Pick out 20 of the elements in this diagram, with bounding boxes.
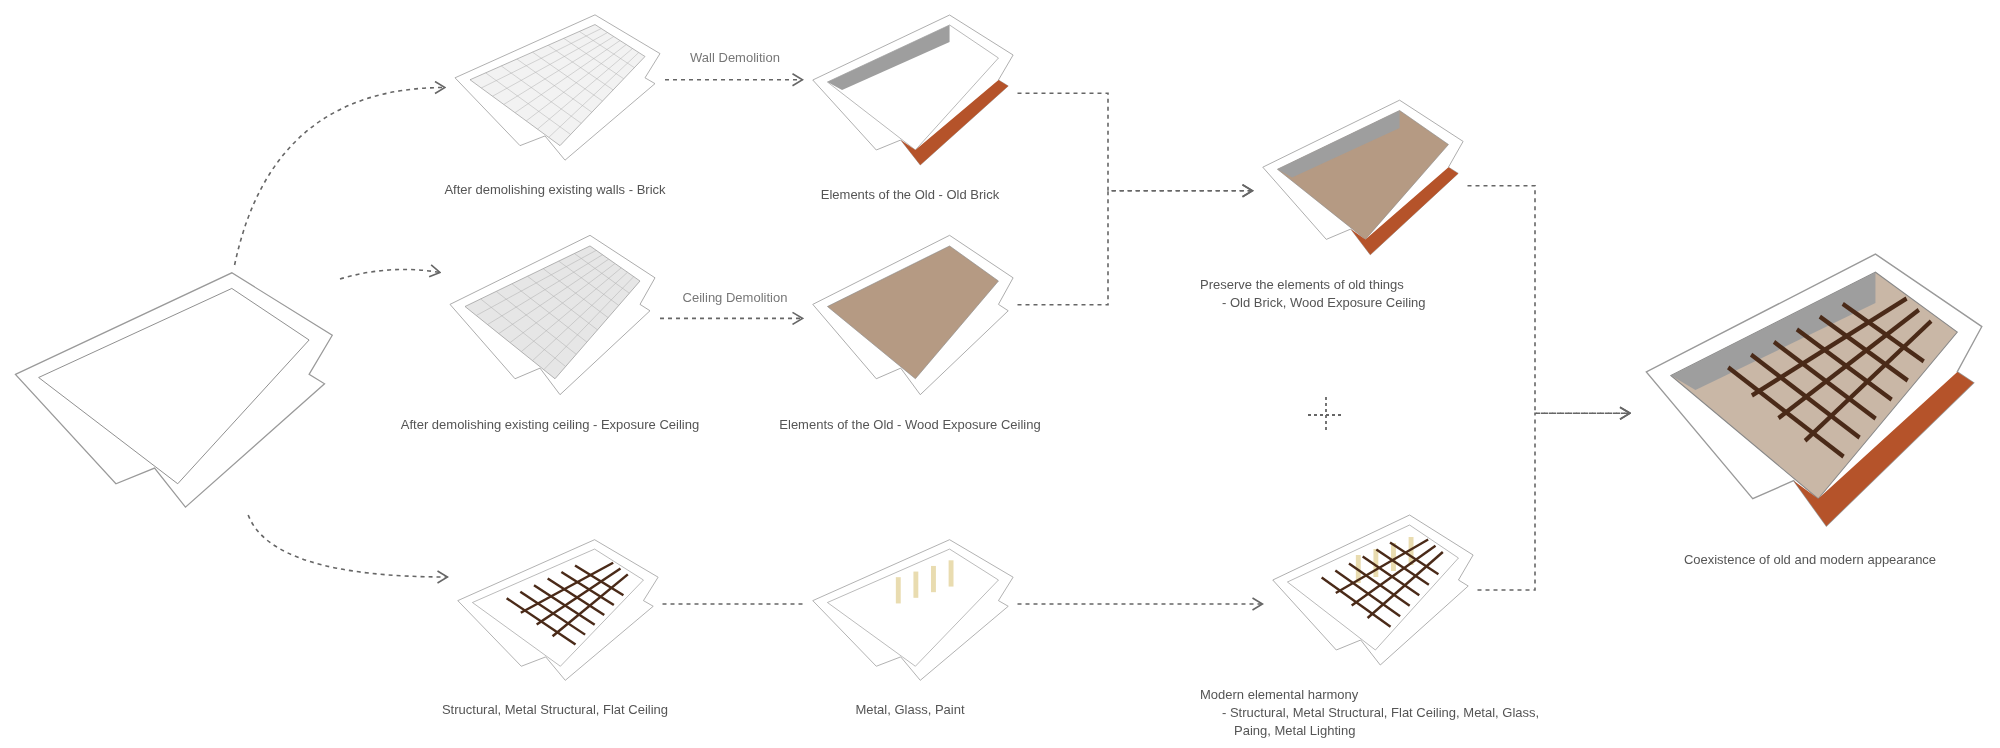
node-label: Elements of the Old - Old Brick <box>820 186 1000 204</box>
dashed-arrow <box>1476 406 1631 591</box>
node-label: - Old Brick, Wood Exposure Ceiling <box>1221 294 1426 312</box>
dashed-arrow <box>233 81 446 266</box>
dashed-arrow <box>664 72 804 87</box>
dashed-arrow <box>1016 183 1254 306</box>
dashed-arrow <box>339 264 441 280</box>
dashed-arrow <box>659 311 804 326</box>
node-label: Structural, Metal Structural, Flat Ceiling <box>441 701 669 719</box>
node-label: Elements of the Old - Wood Exposure Ceiling <box>779 416 1041 434</box>
node-label: After demolishing existing walls - Brick <box>444 181 666 199</box>
node-label: Modern elemental harmony <box>1200 686 1359 704</box>
node-label: - Structural, Metal Structural, Flat Ceiling, Metal, Glass, Paing, Metal Lighting <box>1221 704 1540 740</box>
node-label: Metal, Glass, Paint <box>855 701 965 719</box>
node-label: After demolishing existing ceiling - Exposure Ceiling <box>400 416 700 434</box>
dashed-arrow <box>247 514 449 584</box>
node-label: Coexistence of old and modern appearance <box>1683 551 1937 569</box>
dashed-arrow <box>1016 597 1264 611</box>
dashed-line <box>661 603 804 605</box>
node-label: Preserve the elements of old things <box>1200 276 1404 294</box>
